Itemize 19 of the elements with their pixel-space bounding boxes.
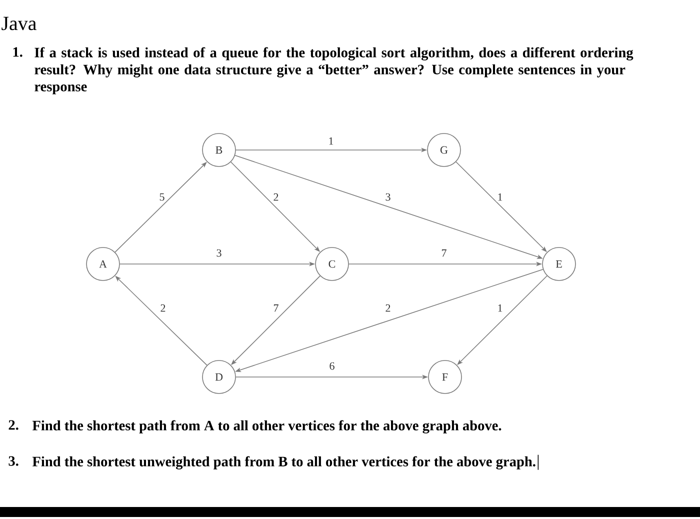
title: Java [2,16,36,30]
edge-label: 2 [159,303,167,313]
edge-label: 7 [272,303,280,313]
edge-label: 1 [496,303,504,313]
edge-label: 6 [328,361,336,371]
list-number: 2. [8,420,18,430]
edge-label: 2 [384,303,392,313]
edge-label: 5 [158,192,166,202]
edge-label: 3 [384,192,392,202]
question-text: If a stack is used instead of a queue for the topological sort algorithm, does a different ordering result? Why might one data structure give a “better” answer? Use complete sentences in your response [34,47,634,94]
question-text: Find the shortest path from A to all other vertices for the above graph above. [32,420,502,434]
edge-label: 1 [496,192,504,202]
edge-label: 1 [327,136,335,146]
edge-label: 7 [440,248,448,258]
list-number: 3. [8,456,18,466]
edge-label: 3 [215,248,223,258]
edge-label: 2 [272,192,280,202]
list-number: 1. [13,47,22,57]
question-text: Find the shortest unweighted path from B to all other vertices for the above graph. [32,456,536,470]
